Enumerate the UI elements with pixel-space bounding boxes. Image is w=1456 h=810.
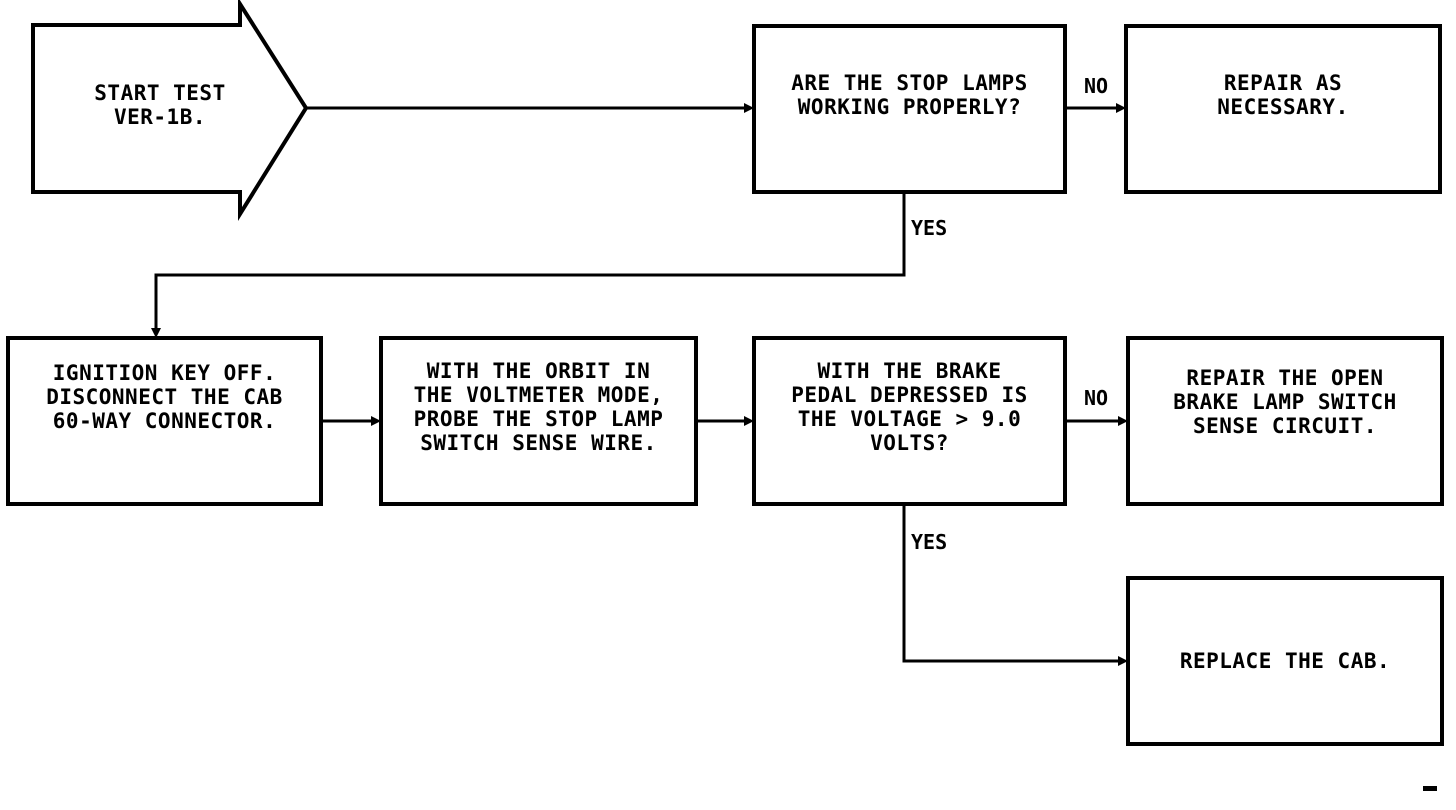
node-text-line: REPLACE THE CAB.: [1179, 649, 1391, 673]
node-text-line: START TEST: [94, 81, 226, 105]
node-text-line: REPAIR AS: [1223, 71, 1343, 95]
connector-voltage-no: [1065, 416, 1128, 426]
connector-voltage-yes: [902, 504, 1128, 666]
node-text-line: SWITCH SENSE WIRE.: [420, 431, 657, 455]
replace-cab-label: REPLACE THE CAB.: [1130, 580, 1440, 742]
node-text-line: THE VOLTMETER MODE,: [413, 383, 664, 407]
replace-cab-box: [1126, 576, 1444, 746]
connector-stop-lamps-no: [1065, 103, 1126, 113]
node-text-line: WORKING PROPERLY?: [797, 95, 1022, 119]
node-text-line: DISCONNECT THE CAB: [46, 385, 283, 409]
node-text-line: NECESSARY.: [1217, 95, 1349, 119]
repair-open-circuit-box: [1126, 336, 1444, 506]
node-text-line: REPAIR THE OPEN: [1186, 366, 1384, 390]
node-text-line: VOLTS?: [870, 431, 949, 455]
voltage-yes-label: YES: [911, 530, 948, 554]
connector-ignition-to-probe: [321, 416, 381, 426]
node-text-line: PROBE THE STOP LAMP: [413, 407, 664, 431]
node-text-line: WITH THE ORBIT IN: [426, 359, 651, 383]
stop-lamps-yes-label: YES: [911, 216, 948, 240]
corner-mark: [1423, 786, 1437, 791]
node-text-line: VER-1B.: [113, 105, 206, 129]
node-text-line: 60-WAY CONNECTOR.: [52, 409, 277, 433]
stop-lamps-no-label: NO: [1084, 74, 1109, 98]
voltage-no-label: NO: [1084, 386, 1109, 410]
node-text-line: SENSE CIRCUIT.: [1192, 414, 1377, 438]
connector-stop-lamps-yes: [151, 192, 906, 338]
ignition-off-box: [6, 336, 323, 506]
start-arrow-shape: [31, 0, 309, 221]
stop-lamps-decision-box: [752, 24, 1067, 194]
node-text-line: IGNITION KEY OFF.: [52, 361, 277, 385]
node-text-line: THE VOLTAGE > 9.0: [797, 407, 1022, 431]
node-text-line: ARE THE STOP LAMPS: [791, 71, 1028, 95]
node-text-line: BRAKE LAMP SWITCH: [1173, 390, 1397, 414]
connector-start-to-stop-lamps: [306, 103, 754, 113]
node-text-line: PEDAL DEPRESSED IS: [791, 383, 1028, 407]
repair-as-necessary-box: [1124, 24, 1442, 194]
node-text-line: WITH THE BRAKE: [817, 359, 1002, 383]
probe-wire-box: [379, 336, 698, 506]
connector-probe-to-voltage: [696, 416, 754, 426]
